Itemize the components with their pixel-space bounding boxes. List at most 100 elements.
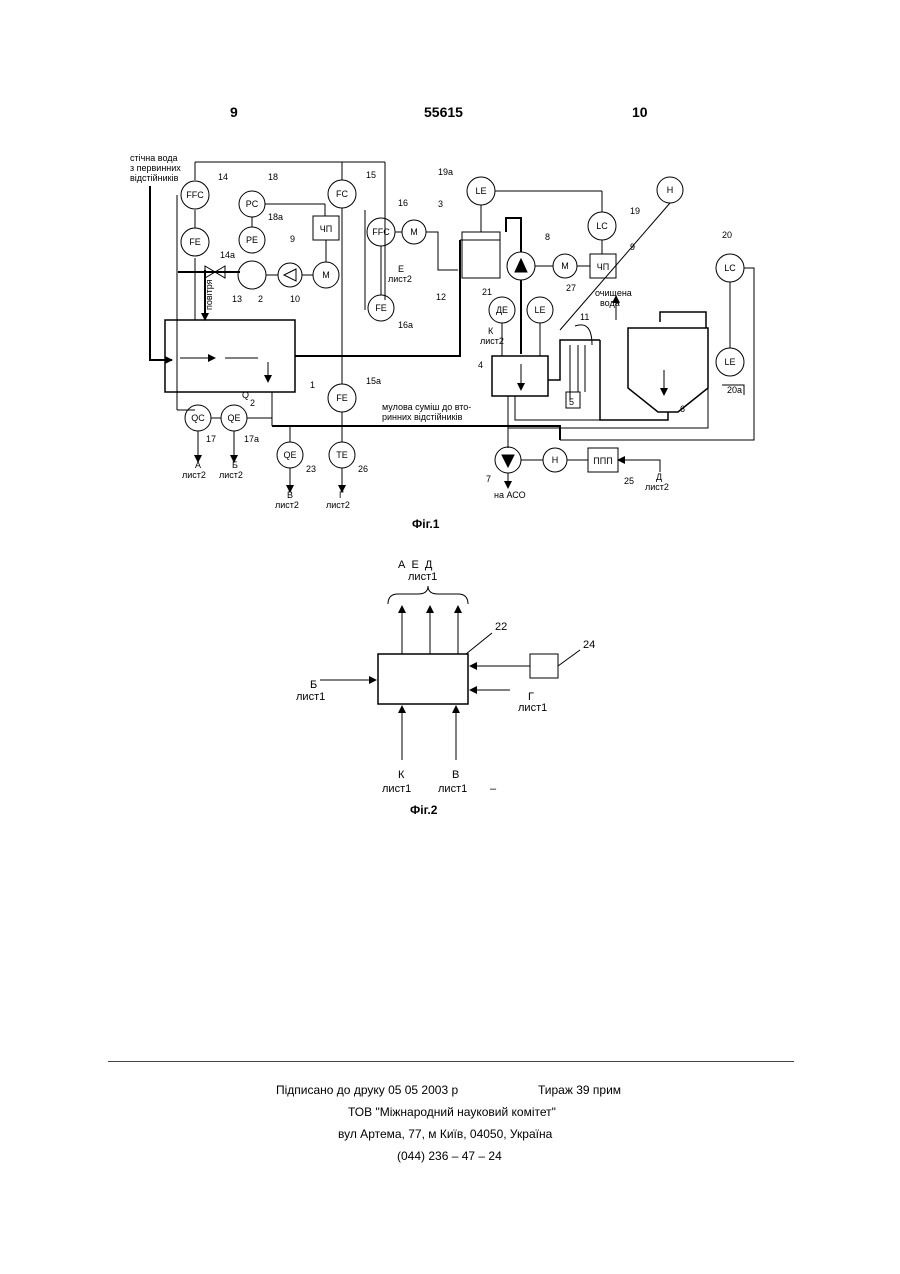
motor-blower-label: M [322,270,330,280]
inflow-label-3: відстійників [130,173,179,183]
fe-16a-label: FE [375,303,387,313]
ref-25: 25 [624,476,634,486]
ref-8: 8 [545,232,550,242]
controller-22 [378,654,468,704]
ppp-label: ППП [593,456,612,466]
ref-a-letter: А [195,460,201,470]
ref-6: 6 [680,404,685,414]
treated-water-2: вода [600,298,620,308]
ref-e-letter: Е [398,264,404,274]
ref-13: 13 [232,294,242,304]
inflow-label-2: з первинних [130,163,181,173]
sludge-label-1: мулова суміш до вто- [382,402,471,412]
ref-15a: 15а [366,376,381,386]
fig1-schematic: стічна вода з первинних відстійників пов… [130,153,754,510]
ref-5: 5 [569,397,574,407]
fe-15a-label: FE [336,393,348,403]
fc-15-label: FC [336,189,348,199]
ref-d-letter: Д [656,472,662,482]
motor-8-label: M [561,261,569,271]
secondary-settler [628,328,708,412]
ref-2: 2 [258,294,263,304]
ref-k-letter: К [488,326,494,336]
le-27-label: LE [534,305,545,315]
footer-phone: (044) 236 – 47 – 24 [397,1149,502,1163]
fig2-v-sheet: лист1 [438,783,467,795]
chp-right-label: ЧП [597,262,609,272]
footer-address: вул Артема, 77, м Київ, 04050, Україна [338,1127,552,1141]
aeration-tank [165,320,295,392]
qe-17a-label: QE [227,413,240,423]
treated-water-1: очищена [595,288,632,298]
ref-17: 17 [206,434,216,444]
fig2-top-labels: А Е Д [398,559,433,571]
ref-22: 22 [495,621,507,633]
ref-14: 14 [218,172,228,182]
ffc-16-label: FFC [372,227,390,237]
te-26-label: TE [336,450,348,460]
ref-7: 7 [486,474,491,484]
ref-26: 26 [358,464,368,474]
gear-10 [278,263,302,287]
ref-11: 11 [580,312,589,322]
qc-17-label: QC [191,413,205,423]
ref-14a: 14а [220,250,235,260]
ref-q-sub: 2 [250,398,255,408]
footer-print-run: Тираж 39 прим [538,1083,621,1097]
chp-left-label: ЧП [320,224,332,234]
fe-14a-label: FE [189,237,201,247]
tank-4 [492,356,548,396]
ref-v-letter: В [287,490,293,500]
ref-16a: 16а [398,320,413,330]
motor-16-label: M [410,227,418,237]
ref-a-sheet: лист2 [182,470,206,480]
footer-divider [108,1061,794,1062]
footer-publisher: ТОВ "Міжнародний науковий комітет" [348,1105,556,1119]
n-top-label: Н [667,185,674,195]
ref-1: 1 [310,380,315,390]
lc-20-label: LC [724,263,736,273]
ref-g-letter: Г [339,490,344,500]
ref-9-left: 9 [290,234,295,244]
air-label: повітря [204,279,214,310]
ref-27: 27 [566,283,576,293]
ref-23: 23 [306,464,316,474]
ref-10: 10 [290,294,300,304]
ref-3: 3 [438,199,443,209]
fig2-k-letter: К [398,769,405,781]
ref-21: 21 [482,287,492,297]
ref-19: 19 [630,206,640,216]
fig2-top-sheet: лист1 [408,571,437,583]
footer-signed: Підписано до друку 05 05 2003 р [276,1083,458,1097]
fig2-b-letter: Б [310,679,317,691]
n7-label: Н [552,455,559,465]
fig2-schematic: А Е Д лист1 22 24 Г лист1 Б лист1 К лист… [296,559,595,795]
blower-2 [238,261,266,289]
device-24 [530,654,558,678]
de-21-label: ДЕ [496,305,508,315]
ref-k-sheet: лист2 [480,336,504,346]
inflow-label-1: стічна вода [130,153,178,163]
ref-16: 16 [398,198,408,208]
ref-20: 20 [722,230,732,240]
fig2-g-sheet: лист1 [518,702,547,714]
ref-q: Q [242,390,249,400]
pe-18a-label: PE [246,235,258,245]
to-aso-label: на АСО [494,490,526,500]
lc-19-label: LC [596,221,608,231]
ref-18a: 18а [268,212,283,222]
ref-24: 24 [583,639,595,651]
ref-17a: 17а [244,434,259,444]
fig2-dash: – [490,783,497,795]
qe-23-label: QE [283,450,296,460]
ref-15: 15 [366,170,376,180]
ref-20a: 20а [727,385,742,395]
ref-18: 18 [268,172,278,182]
le-20a-label: LE [724,357,735,367]
ref-g-sheet: лист2 [326,500,350,510]
ref-12: 12 [436,292,446,302]
tank-3 [462,232,500,278]
fig1-caption: Фіг.1 [412,517,440,531]
ffc-14-label: FFC [186,190,204,200]
fig2-k-sheet: лист1 [382,783,411,795]
